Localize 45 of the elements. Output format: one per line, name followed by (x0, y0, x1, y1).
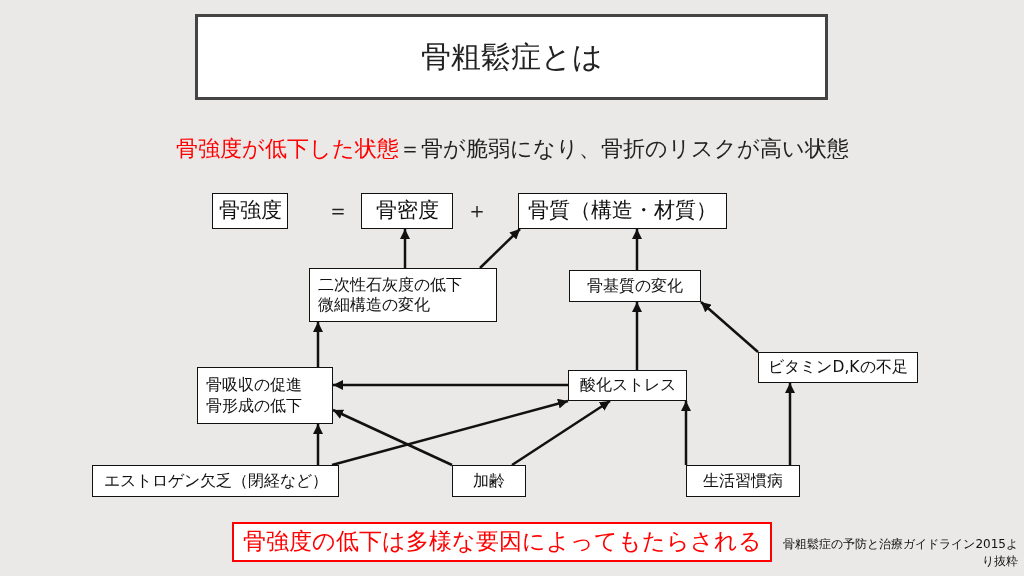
source-note: 骨粗鬆症の予防と治療ガイドライン2015より抜粋 (783, 536, 1018, 570)
emphasis-text: 骨強度が低下した状態 (175, 136, 399, 161)
text-box (569, 270, 701, 302)
box-label: 骨強度の低下は多様な要因によってもたらされる (242, 527, 762, 557)
box-label: 生活習慣病 (703, 470, 783, 492)
box-label: 骨質（構造・材質） (528, 197, 717, 225)
box-label: 骨基質の変化 (587, 275, 683, 297)
arrow (313, 322, 323, 367)
arrow (479, 228, 521, 269)
text-box (452, 465, 526, 497)
plus-sign: ＋ (466, 197, 488, 225)
box-label: エストロゲン欠乏（閉経など） (103, 470, 328, 492)
text-box (92, 465, 339, 497)
box-label: 骨形成の低下 (206, 395, 302, 416)
text-box (568, 370, 687, 401)
arrow (333, 380, 568, 390)
box-label: 骨強度 (218, 197, 282, 225)
text-box (232, 522, 772, 562)
box-label: 酸化ストレス (579, 375, 676, 396)
arrow (632, 302, 642, 370)
text-box (361, 193, 453, 229)
arrow (511, 399, 611, 467)
box-label: ビタミンD,Kの不足 (768, 357, 908, 378)
arrow (331, 398, 569, 467)
arrow (400, 229, 410, 268)
box-label: 骨吸収の促進 (206, 375, 302, 396)
arrow (681, 401, 691, 465)
text-box (686, 465, 800, 497)
text-box (212, 193, 288, 229)
arrow (332, 408, 453, 467)
box-label: 加齢 (473, 470, 505, 492)
box-label: 微細構造の変化 (318, 295, 430, 316)
equals-sign: ＝ (327, 197, 349, 225)
definition-text: ＝骨が脆弱になり、骨折のリスクが高い状態 (398, 136, 849, 161)
title-text: 骨粗鬆症とは (420, 37, 603, 76)
arrow (785, 383, 795, 465)
box-label: 二次性石灰度の低下 (318, 274, 462, 295)
arrow (632, 229, 642, 270)
text-box (309, 268, 497, 322)
box-label: 骨密度 (375, 197, 439, 225)
text-box (758, 352, 918, 383)
text-box (518, 193, 727, 229)
arrow (313, 424, 323, 465)
text-box (197, 367, 333, 424)
arrow (700, 301, 759, 353)
